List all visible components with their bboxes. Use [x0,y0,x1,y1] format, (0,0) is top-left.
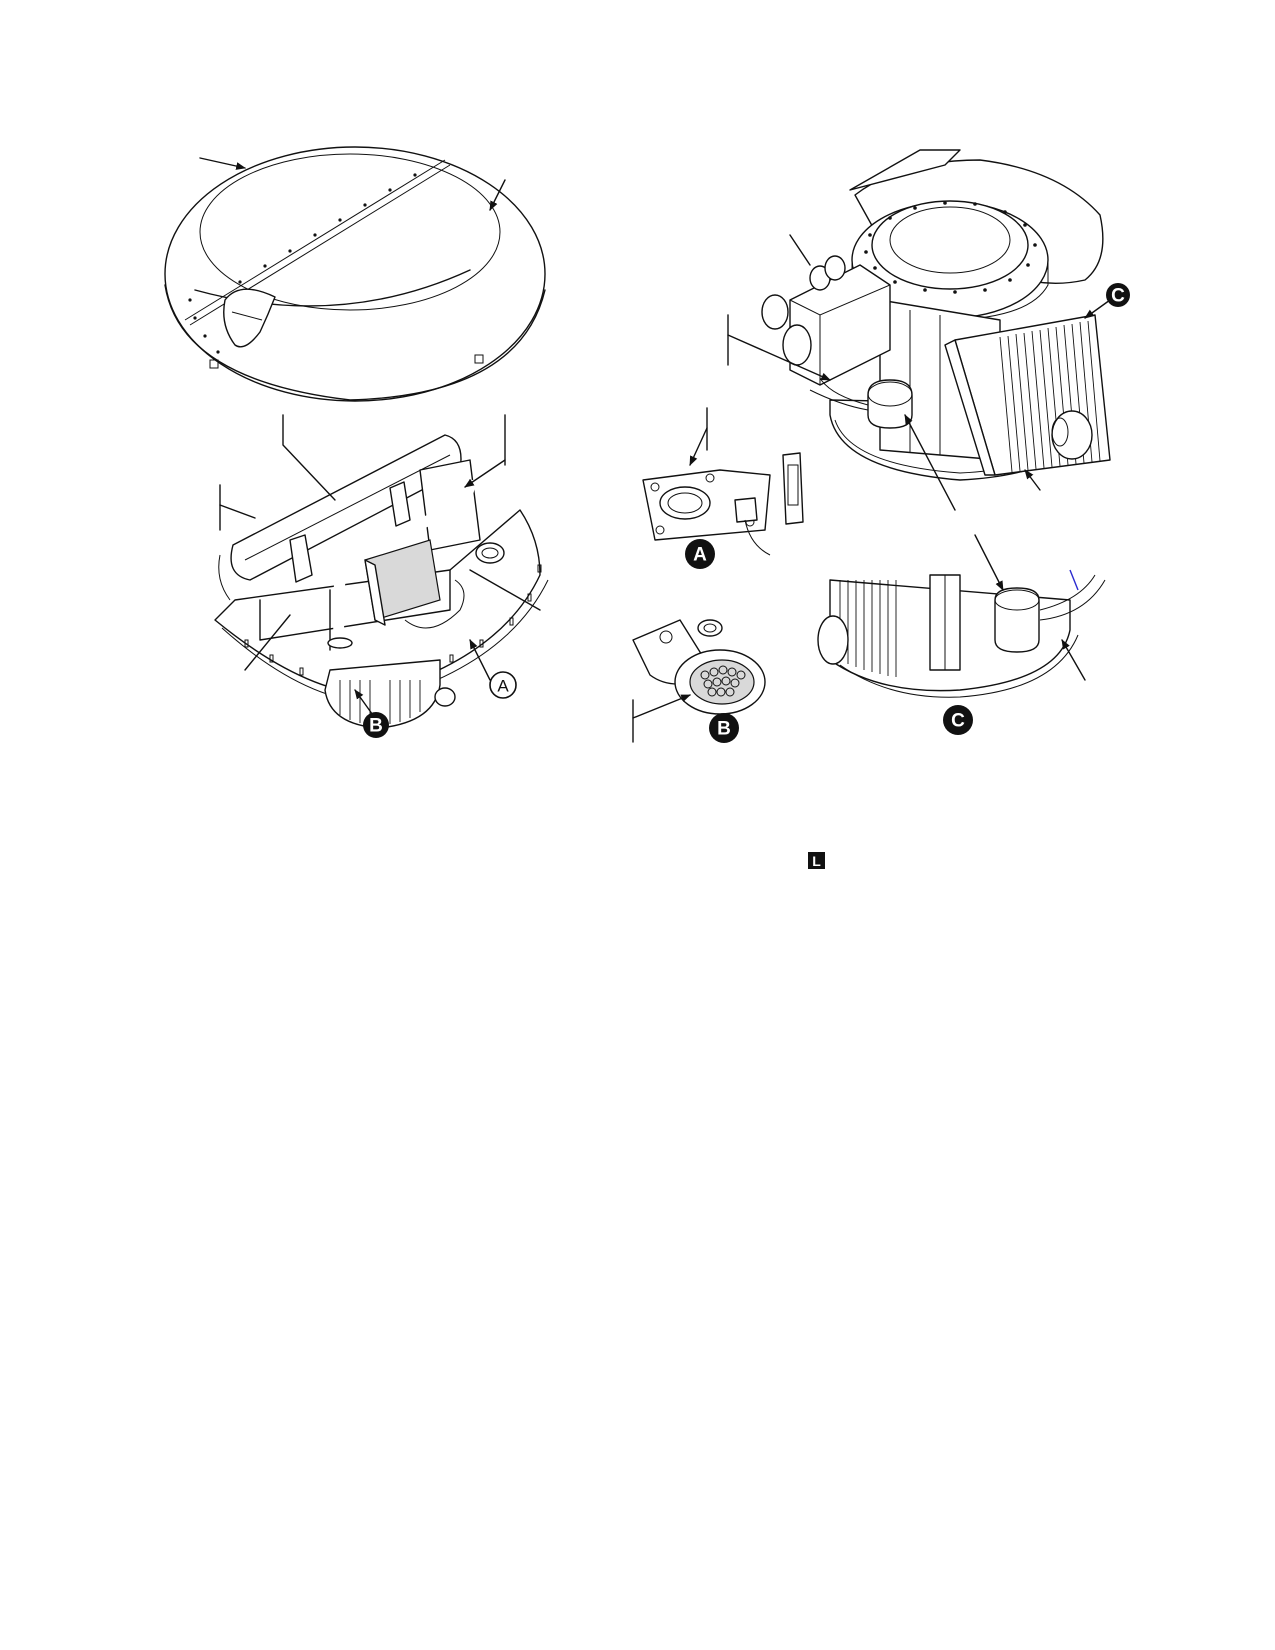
svg-text:B: B [369,716,383,737]
detail-b [632,619,766,743]
left-callout-a: A [489,671,517,699]
radome-fasteners [188,173,484,369]
detail-a-callout: A [685,539,715,569]
svg-text:B: B [717,719,731,740]
detail-a [642,407,804,556]
detail-c-callout: C [943,705,973,735]
detail-c [817,534,1106,698]
pedestal-unit [727,149,1111,511]
sheet-mark-l: L [808,852,825,869]
svg-text:A: A [693,545,707,566]
antenna-assembly [214,414,549,729]
radome [164,146,546,402]
svg-text:C: C [1111,286,1125,307]
detail-b-callout: B [709,713,739,743]
filter-mesh [700,665,746,697]
svg-text:C: C [951,711,965,732]
svg-text:L: L [812,853,821,869]
left-callout-b: B [363,712,389,738]
right-callout-c: C [1106,283,1130,307]
svg-text:A: A [497,677,509,696]
flange-bolts [864,201,1037,294]
